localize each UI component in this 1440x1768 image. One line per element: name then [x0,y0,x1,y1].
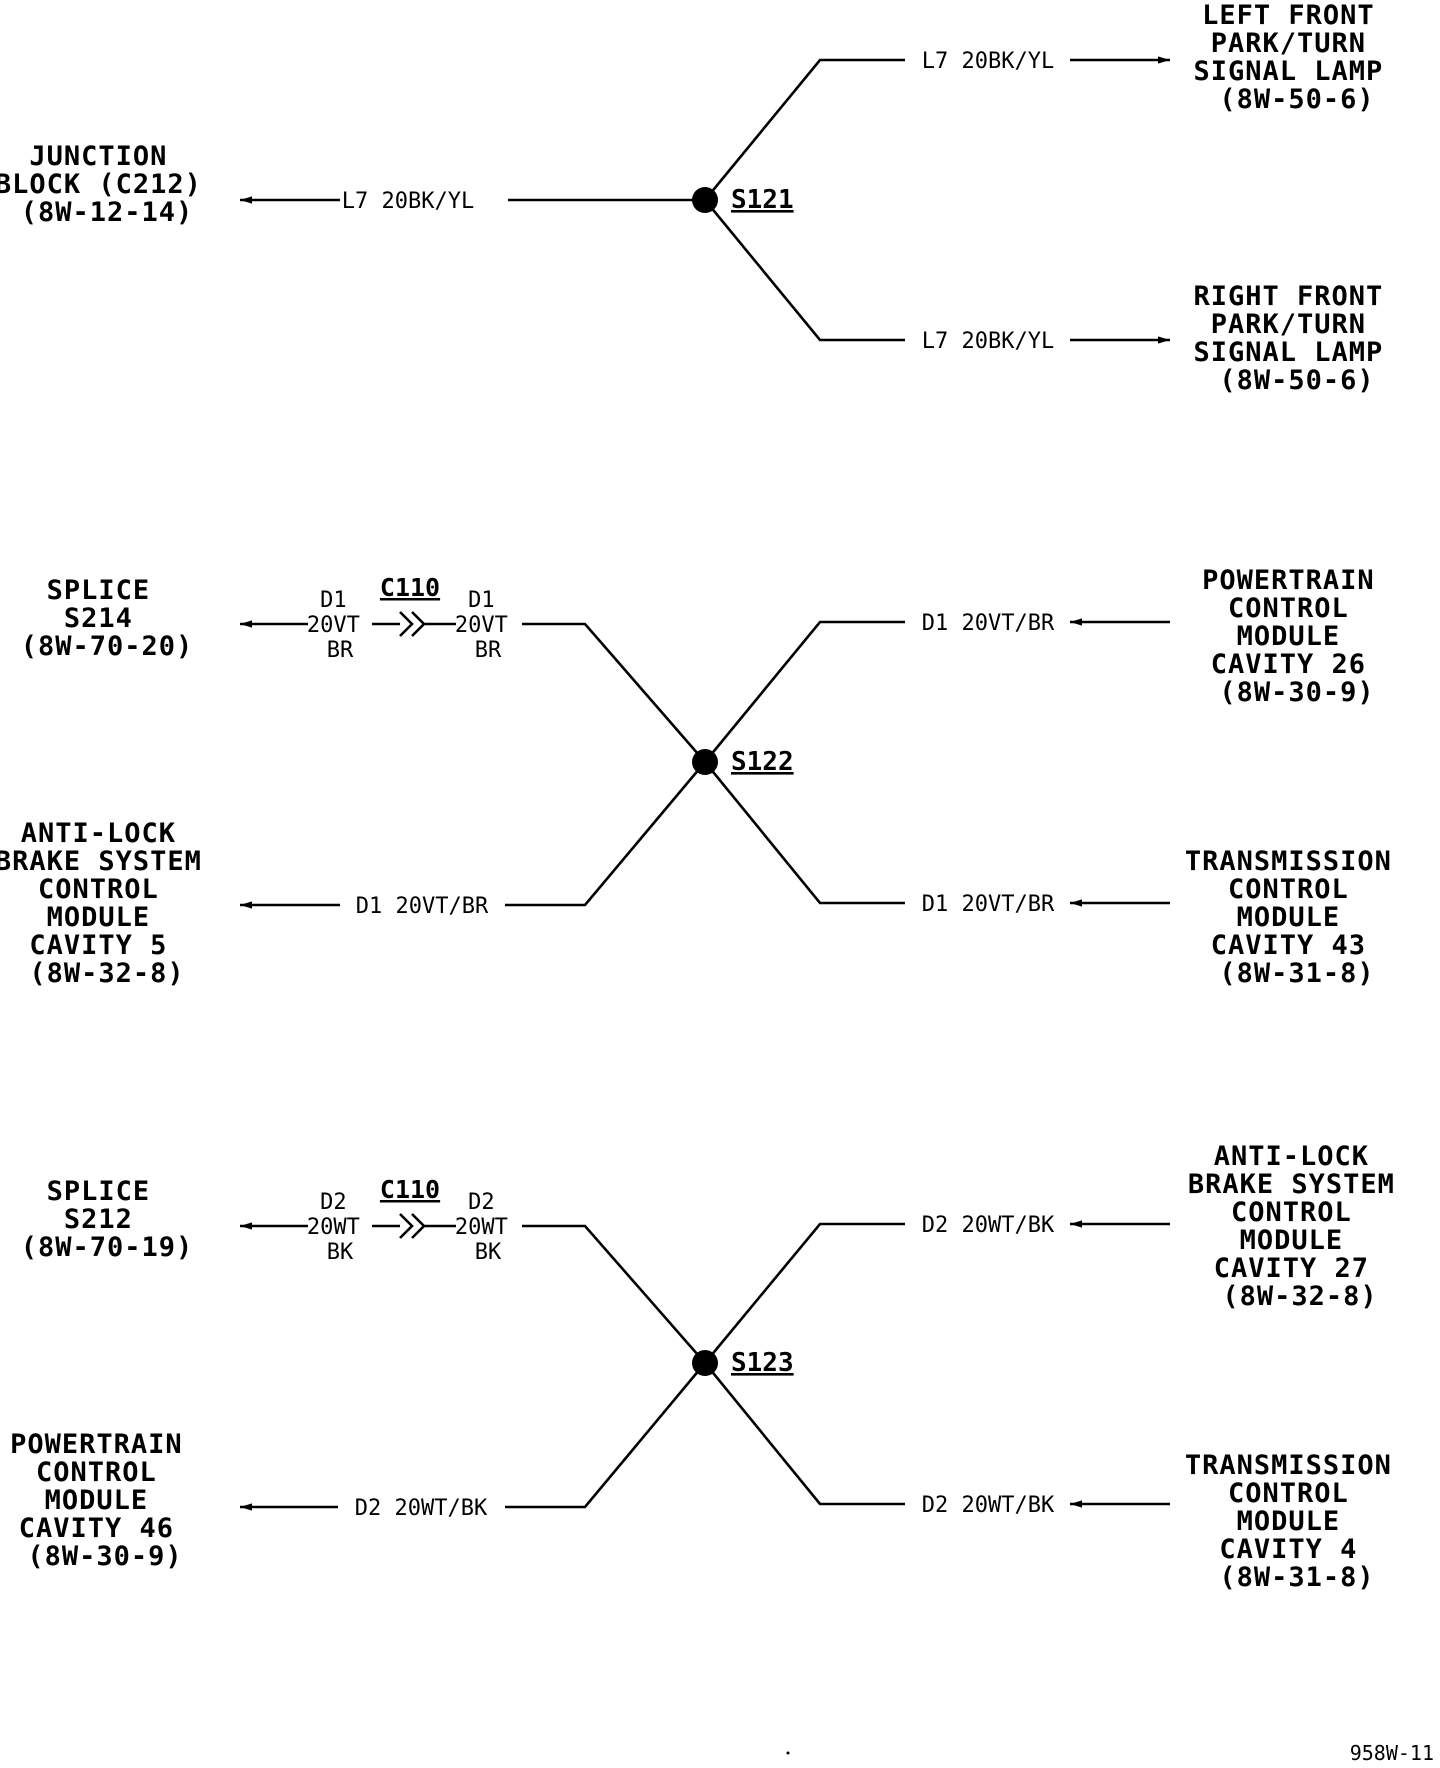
wire-label: D1 20VT/BR [922,892,1055,917]
component-pcm-cavity-46: POWERTRAIN CONTROL MODULE CAVITY 46 (8W-… [10,1429,200,1572]
wire-label: D2 20WT/BK [922,1213,1055,1238]
splice-label: S123 [731,1348,794,1378]
wire-line [703,199,905,342]
splice-node [692,749,718,775]
connector-symbol [399,611,426,637]
circuit-s123: SPLICE S212 (8W-70-19) POWERTRAIN CONTRO… [10,1141,1412,1593]
wire-line [703,1362,905,1506]
component-abs-control-module-cavity-5: ANTI-LOCK BRAKE SYSTEM CONTROL MODULE CA… [0,818,219,989]
wire-line [522,622,706,763]
component-abs-control-module-cavity-27: ANTI-LOCK BRAKE SYSTEM CONTROL MODULE CA… [1188,1141,1412,1312]
wire-line [703,1222,905,1364]
wire-label: D2 20WT BK [455,1190,521,1265]
wire-label: D2 20WT BK [307,1190,373,1265]
wire-label: D1 20VT/BR [922,611,1055,636]
component-tcm-cavity-43: TRANSMISSION CONTROL MODULE CAVITY 43 (8… [1185,846,1409,989]
component-junction-block: JUNCTION BLOCK (C212) (8W-12-14) [0,141,219,228]
stray-dot [786,1751,790,1755]
wire-label: D1 20VT BR [455,588,521,663]
wire-line [703,761,905,905]
splice-node [692,187,718,213]
wire-line [703,620,905,763]
wire-label: D2 20WT/BK [922,1493,1055,1518]
wire-line [505,761,706,907]
splice-label: S121 [731,185,794,215]
component-tcm-cavity-4: TRANSMISSION CONTROL MODULE CAVITY 4 (8W… [1185,1450,1409,1593]
wire-label: L7 20BK/YL [922,49,1054,74]
circuit-s121: JUNCTION BLOCK (C212) (8W-12-14) LEFT FR… [0,0,1400,396]
wire-line [522,1224,706,1364]
wire-line [505,1362,706,1509]
wire-label: D1 20VT BR [307,588,373,663]
component-right-front-park-turn-lamp: RIGHT FRONT PARK/TURN SIGNAL LAMP (8W-50… [1193,281,1400,396]
circuit-s122: SPLICE S214 (8W-70-20) ANTI-LOCK BRAKE S… [0,565,1409,989]
figure-reference: 958W-11 [1350,1741,1434,1765]
wire-label: L7 20BK/YL [922,329,1054,354]
wire-line [703,58,905,201]
splice-node [692,1350,718,1376]
component-splice-s214: SPLICE S214 (8W-70-20) [21,575,194,662]
connector-label: C110 [380,573,440,602]
component-splice-s212: SPLICE S212 (8W-70-19) [21,1176,194,1263]
connector-label: C110 [380,1175,440,1204]
connector-symbol [399,1213,426,1239]
component-left-front-park-turn-lamp: LEFT FRONT PARK/TURN SIGNAL LAMP (8W-50-… [1193,0,1400,115]
splice-label: S122 [731,747,794,777]
component-pcm-cavity-26: POWERTRAIN CONTROL MODULE CAVITY 26 (8W-… [1202,565,1392,708]
wire-label: L7 20BK/YL [342,189,474,214]
wire-label: D1 20VT/BR [356,894,489,919]
wire-label: D2 20WT/BK [355,1496,488,1521]
